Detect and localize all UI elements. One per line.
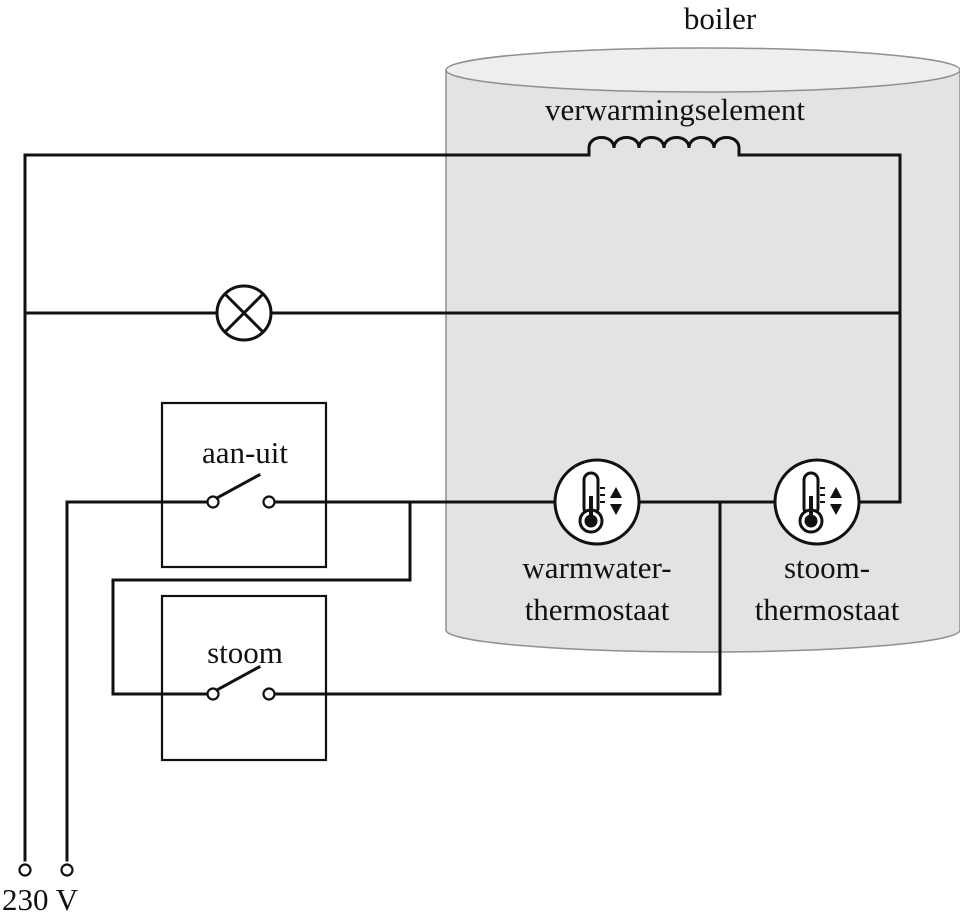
hotwater-thermostat <box>553 458 641 546</box>
lamp-branch <box>23 284 902 342</box>
boiler-label: boiler <box>684 1 757 36</box>
heating-element-coil <box>587 136 741 157</box>
thermometer-updown-icon <box>578 471 622 534</box>
power-switch-label: aan-uit <box>202 435 288 470</box>
supply-terminals <box>18 863 74 877</box>
control-wiring <box>65 500 902 862</box>
heating-element-label: verwarmingselement <box>545 92 805 127</box>
heating-element-branch <box>23 136 902 862</box>
power-switch-box <box>160 401 328 569</box>
power-switch <box>206 472 276 509</box>
thermometer-updown-icon <box>798 471 842 534</box>
hotwater-thermostat-label-2: thermostaat <box>525 592 670 627</box>
steam-switch-box <box>160 594 328 762</box>
steam-thermostat <box>773 458 861 546</box>
steam-switch <box>206 664 276 701</box>
lamp-icon <box>215 284 273 342</box>
steam-thermostat-label-2: thermostaat <box>755 592 900 627</box>
steam-switch-label: stoom <box>207 635 283 670</box>
hotwater-thermostat-label-1: warmwater- <box>522 550 671 585</box>
voltage-label: 230 V <box>2 882 79 917</box>
steam-thermostat-label-1: stoom- <box>784 550 870 585</box>
